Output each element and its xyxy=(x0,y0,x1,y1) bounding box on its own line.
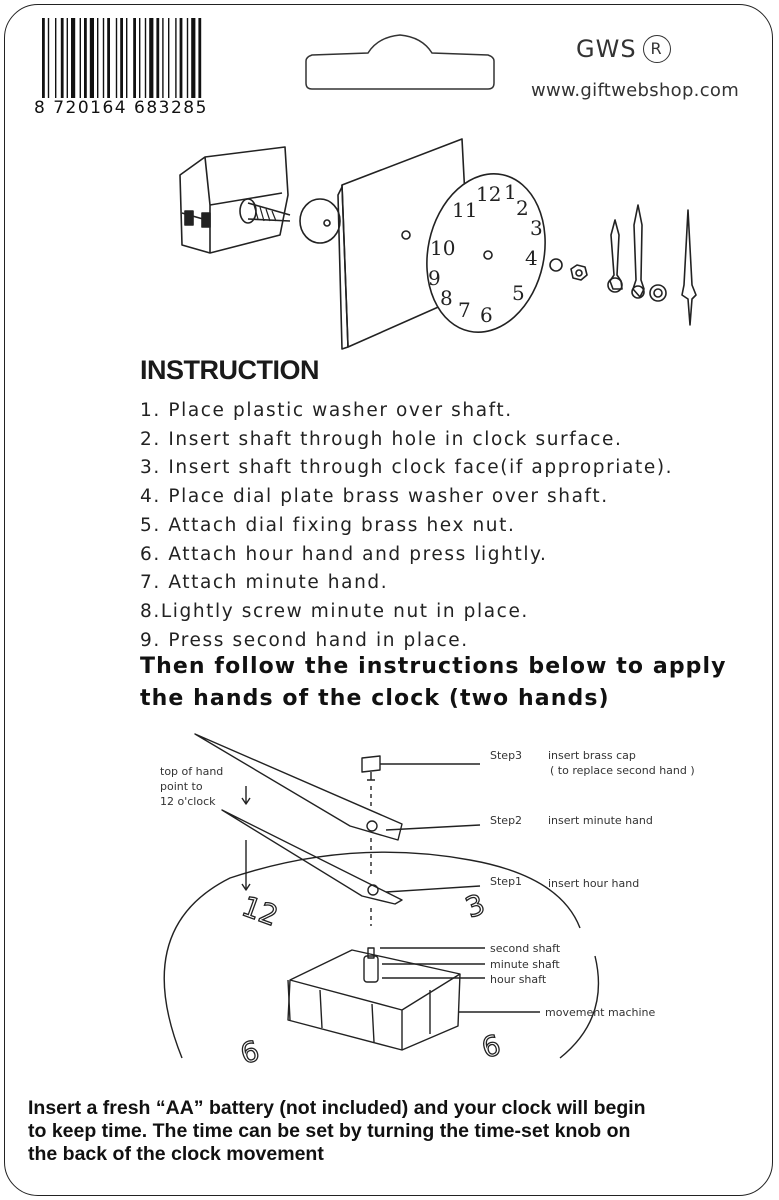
instruction-card xyxy=(4,4,773,1196)
barcode-bar xyxy=(89,18,94,114)
step-1: 1. Place plastic washer over shaft. xyxy=(140,400,513,421)
minute-hand xyxy=(632,204,645,298)
shaft-stack xyxy=(363,955,379,983)
assembly-dial-number: 10 xyxy=(430,236,455,260)
step-9: 9. Press second hand in place. xyxy=(140,629,469,651)
step-4: 4. Place dial plate brass washer over sh… xyxy=(140,486,609,508)
step-2: 2. Insert shaft through hole in clock su… xyxy=(140,428,623,450)
barcode-bar xyxy=(168,18,170,114)
movement-machine-label: movement machine xyxy=(545,1006,655,1019)
assembly-dial-number: 1 xyxy=(504,180,517,204)
step3-label: Step3 xyxy=(490,749,522,762)
top-note-line-3: 12 o'clock xyxy=(160,795,216,808)
barcode-bar xyxy=(126,18,128,114)
barcode-bar xyxy=(55,18,57,114)
diagram-minute-hand xyxy=(194,733,403,841)
movement-box xyxy=(179,146,289,254)
step-6: 6. Attach hour hand and press lightly. xyxy=(140,543,548,565)
assembly-dial-number: 11 xyxy=(452,198,477,222)
barcode xyxy=(42,18,202,114)
brand-name: GWS xyxy=(576,35,637,63)
battery-note-line-3: the back of the clock movement xyxy=(28,1143,324,1165)
movement-machine xyxy=(287,949,461,1051)
barcode-bar xyxy=(66,18,68,114)
assembly-dial-number: 8 xyxy=(440,286,453,310)
barcode-bar xyxy=(186,18,189,114)
assembly-dial-number: 2 xyxy=(516,196,529,220)
step2-text: insert minute hand xyxy=(548,814,653,827)
barcode-bar xyxy=(149,18,154,114)
top-note-line-1: top of hand xyxy=(160,765,223,778)
barcode-bar xyxy=(97,18,99,114)
assembly-dial-number: 4 xyxy=(525,246,538,270)
battery-note-line-2: to keep time. The time can be set by tur… xyxy=(28,1120,631,1142)
barcode-bar xyxy=(198,18,202,114)
barcode-bar xyxy=(120,18,123,114)
step-5: 5. Attach dial fixing brass hex nut. xyxy=(140,514,516,536)
dial-number-3: 3 xyxy=(461,887,489,924)
follow-instructions-note: Then follow the instructions below to ap… xyxy=(140,654,727,711)
barcode-bar xyxy=(47,18,50,114)
second-hand xyxy=(681,209,697,326)
assembly-dial-number: 12 xyxy=(476,182,501,206)
dial-number-6: 6 xyxy=(478,1028,504,1064)
barcode-bar xyxy=(139,18,141,114)
hour-shaft-label: hour shaft xyxy=(490,973,547,986)
step-3: 3. Insert shaft through clock face(if ap… xyxy=(140,457,674,479)
minute-shaft-label: minute shaft xyxy=(490,958,560,971)
barcode-number: 8 720164 683285 xyxy=(34,98,244,118)
barcode-bar xyxy=(162,18,164,114)
barcode-bar xyxy=(179,18,183,114)
plastic-washer xyxy=(299,198,341,244)
barcode-bar xyxy=(191,18,196,114)
hour-hand xyxy=(609,219,623,290)
assembly-dial-number: 3 xyxy=(530,216,543,240)
instruction-heading: INSTRUCTION xyxy=(140,355,320,385)
assembly-dial-number: 7 xyxy=(458,298,471,322)
barcode-bar xyxy=(175,18,177,114)
step-7: 7. Attach minute hand. xyxy=(140,572,389,594)
brass-washer xyxy=(549,258,563,272)
diagram-hour-hand xyxy=(221,809,403,905)
battery-note-line-1: Insert a fresh “AA” battery (not include… xyxy=(28,1097,646,1119)
step2-label: Step2 xyxy=(490,814,522,827)
barcode-bar xyxy=(71,18,76,114)
barcode-bar xyxy=(42,18,45,114)
step3-subtext: ( to replace second hand ) xyxy=(550,764,695,777)
hex-nut xyxy=(570,264,588,281)
second-shaft-label: second shaft xyxy=(490,942,561,955)
top-note-line-2: point to xyxy=(160,780,203,793)
step1-label: Step1 xyxy=(490,875,522,888)
step-8: 8.Lightly screw minute nut in place. xyxy=(140,600,529,622)
step3-text: insert brass cap xyxy=(548,749,636,762)
instruction-steps: 1. Place plastic washer over shaft. 2. I… xyxy=(140,397,673,655)
barcode-bar xyxy=(60,18,64,114)
barcode-bar xyxy=(133,18,136,114)
registered-mark: R xyxy=(642,35,671,63)
barcode-bar xyxy=(107,18,110,114)
battery-note: Insert a fresh “AA” battery (not include… xyxy=(28,1097,768,1166)
barcode-bar xyxy=(79,18,81,114)
assembly-dial-number: 6 xyxy=(480,303,493,327)
barcode-bar xyxy=(115,18,118,114)
brand-website: www.giftwebshop.com xyxy=(531,80,740,101)
hang-hole xyxy=(305,34,495,90)
barcode-bar xyxy=(144,18,147,114)
assembly-dial-number: 5 xyxy=(512,281,525,305)
barcode-bar xyxy=(84,18,87,114)
barcode-bar xyxy=(156,18,160,114)
dial-number-12: 12 xyxy=(238,890,283,933)
step1-text: insert hour hand xyxy=(548,877,639,890)
minute-nut xyxy=(649,284,667,302)
clock-face xyxy=(426,173,546,333)
barcode-bar xyxy=(102,18,105,114)
hands-diagram: 12 3 6 9 top of hand point to 12 o'clock… xyxy=(160,733,695,1070)
shaft xyxy=(247,202,291,222)
clock-outline xyxy=(163,851,600,1059)
assembly-dial-number: 9 xyxy=(428,266,441,290)
brass-cap xyxy=(361,755,381,773)
dial-number-9: 9 xyxy=(237,1033,263,1069)
